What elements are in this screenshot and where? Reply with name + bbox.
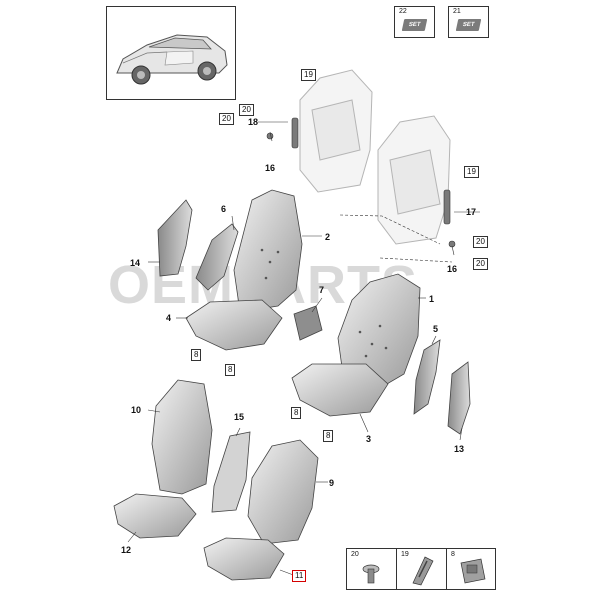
boxed-callout-11-highlighted[interactable]: 11: [292, 570, 307, 582]
callout-3[interactable]: 3: [366, 434, 372, 444]
part-7-module: [293, 305, 323, 341]
boxed-callout-8c[interactable]: 8: [291, 407, 302, 419]
callout-2[interactable]: 2: [325, 232, 331, 242]
boxed-callout-19b[interactable]: 19: [464, 166, 479, 178]
hardware-16-18: [266, 117, 456, 248]
callout-15[interactable]: 15: [234, 412, 245, 422]
callout-16b[interactable]: 16: [447, 264, 458, 274]
screw-icon: [362, 564, 380, 584]
car-icon: [116, 34, 228, 85]
legend-item-8[interactable]: 8: [447, 549, 496, 589]
boxed-callout-19[interactable]: 19: [301, 69, 316, 81]
part-5-panel: [413, 339, 441, 415]
legend-item-20[interactable]: 20: [347, 549, 396, 589]
callout-13[interactable]: 13: [454, 444, 465, 454]
leader-lines: [127, 121, 480, 577]
callout-1b[interactable]: 1: [429, 294, 435, 304]
part-14-side-panel: [157, 199, 193, 277]
legend-number: 20: [351, 551, 359, 558]
part-13-panel: [447, 361, 471, 435]
part-1-backrest: [337, 273, 421, 389]
callout-7[interactable]: 7: [319, 285, 325, 295]
part-11-cover: [203, 537, 285, 581]
boxed-callout-8d[interactable]: 8: [323, 430, 334, 442]
legend-number: 19: [401, 551, 409, 558]
set-number: 22: [399, 8, 407, 15]
boxed-callout-20c[interactable]: 20: [473, 236, 488, 248]
callout-9[interactable]: 9: [329, 478, 335, 488]
callout-14[interactable]: 14: [130, 258, 141, 268]
callout-4[interactable]: 4: [166, 313, 172, 323]
part-15-insert: [211, 431, 251, 513]
bracket-icon: [460, 558, 486, 584]
set-cell-21[interactable]: 21 SET: [448, 6, 489, 38]
part-10-cover: [151, 379, 213, 495]
boxed-callout-8b[interactable]: 8: [225, 364, 236, 376]
callout-10[interactable]: 10: [131, 405, 142, 415]
seat-frame-ghost-right: [377, 115, 451, 245]
clip-icon: [412, 556, 434, 586]
set-number: 21: [453, 8, 461, 15]
vehicle-thumbnail: [106, 6, 236, 100]
boxed-callout-20d[interactable]: 20: [473, 258, 488, 270]
part-9-cover: [247, 439, 319, 545]
legend-item-19[interactable]: 19: [397, 549, 446, 589]
callout-12[interactable]: 12: [121, 545, 132, 555]
callout-16a[interactable]: 16: [265, 163, 276, 173]
callout-6[interactable]: 6: [221, 204, 227, 214]
part-2-backrest: [233, 189, 303, 313]
boxed-callout-20b[interactable]: 20: [219, 113, 234, 125]
callout-5[interactable]: 5: [433, 324, 439, 334]
callout-18[interactable]: 18: [248, 117, 259, 127]
set-cell-22[interactable]: 22 SET: [394, 6, 435, 38]
part-6-panel: [195, 223, 239, 291]
part-12-cover: [113, 493, 197, 539]
seat-frame-ghost-left: [299, 69, 373, 193]
legend-number: 8: [451, 551, 455, 558]
part-4-cushion: [185, 299, 283, 351]
boxed-callout-8a[interactable]: 8: [191, 349, 202, 361]
part-3-cushion: [291, 363, 389, 417]
boxed-callout-20a[interactable]: 20: [239, 104, 254, 116]
hardware-legend: 20 19 8: [346, 548, 496, 590]
callout-17[interactable]: 17: [466, 207, 477, 217]
